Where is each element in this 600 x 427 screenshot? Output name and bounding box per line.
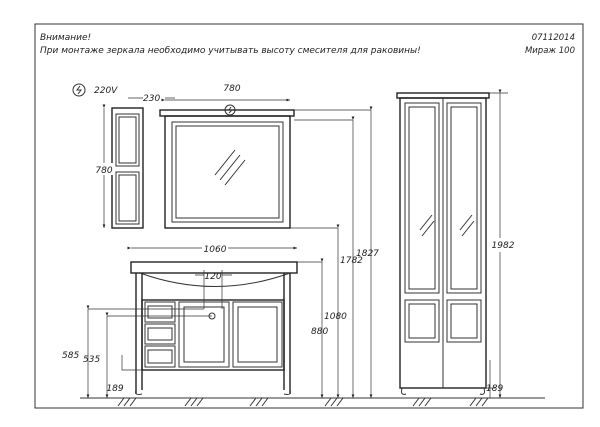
side-cabinet-width-dim: 230 bbox=[143, 94, 160, 104]
vanity-top-height-dim: 1080 bbox=[324, 312, 347, 322]
mirror-cabinet bbox=[111, 104, 295, 229]
drawing-frame bbox=[34, 23, 584, 409]
tall-column-cabinet bbox=[396, 92, 490, 395]
total-height-dim: 1827 bbox=[356, 249, 379, 259]
power-label: 220V bbox=[94, 86, 118, 96]
basin-height-dim: 880 bbox=[311, 327, 328, 337]
model-name: Мираж 100 bbox=[525, 46, 575, 56]
mirror-width-dim: 780 bbox=[223, 84, 240, 94]
mirror-outlet-icon bbox=[224, 104, 236, 116]
warning-title: Внимание! bbox=[40, 33, 91, 43]
faucet-spacing-dim: 120 bbox=[204, 272, 221, 282]
column-height-dim: 1982 bbox=[492, 241, 515, 251]
drawing-code: 07112014 bbox=[532, 33, 575, 43]
leg-height-dim: 189 bbox=[106, 384, 123, 394]
mirror-top-height-dim: 1782 bbox=[340, 256, 363, 266]
floor-line bbox=[80, 397, 545, 407]
vanity-unit bbox=[130, 261, 298, 395]
power-outlet-icon bbox=[72, 83, 86, 97]
pipe-height-1-dim: 585 bbox=[62, 351, 79, 361]
column-leg-height-dim: 189 bbox=[486, 384, 503, 394]
pipe-height-2-dim: 535 bbox=[83, 355, 100, 365]
mirror-height-dim: 780 bbox=[95, 166, 112, 176]
vanity-width-dim: 1060 bbox=[204, 245, 227, 255]
warning-text: При монтаже зеркала необходимо учитывать… bbox=[40, 46, 421, 56]
